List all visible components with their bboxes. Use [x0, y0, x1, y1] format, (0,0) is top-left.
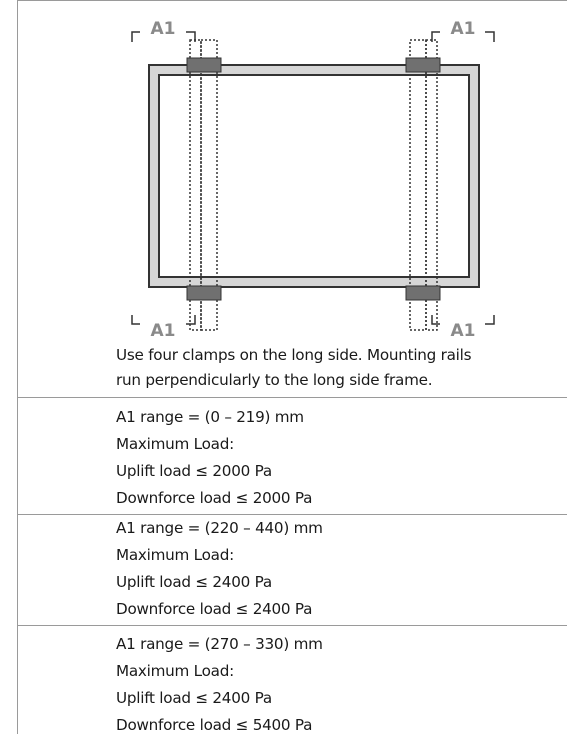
- clamp-top-right: [405, 57, 441, 73]
- dimension-bracket: [131, 31, 140, 42]
- row-divider: [17, 397, 567, 398]
- row-divider: [17, 625, 567, 626]
- load-case-row: A1 range = (0 – 219) mm Maximum Load: Up…: [116, 404, 556, 512]
- downforce-load: Downforce load ≤ 2000 Pa: [116, 489, 313, 507]
- downforce-load: Downforce load ≤ 2400 Pa: [116, 600, 313, 618]
- a1-range: A1 range = (220 – 440) mm: [116, 519, 323, 537]
- load-case-row: A1 range = (270 – 330) mm Maximum Load: …: [116, 631, 556, 739]
- dimension-bracket: [186, 315, 196, 325]
- clamp-top-left: [186, 57, 222, 73]
- uplift-load: Uplift load ≤ 2400 Pa: [116, 689, 272, 707]
- dimension-bracket: [485, 31, 495, 42]
- mounting-rail-left-b: [200, 39, 218, 331]
- module-inner-area: [158, 74, 470, 278]
- uplift-load: Uplift load ≤ 2400 Pa: [116, 573, 272, 591]
- module-clamp-diagram: A1 A1 A1 A1: [131, 19, 495, 340]
- dimension-bracket: [186, 31, 196, 42]
- dimension-label-bottom-right: A1: [451, 321, 476, 340]
- a1-range: A1 range = (0 – 219) mm: [116, 408, 304, 426]
- max-load-heading: Maximum Load:: [116, 435, 234, 453]
- caption-line: Use four clamps on the long side. Mounti…: [116, 346, 472, 364]
- uplift-load: Uplift load ≤ 2000 Pa: [116, 462, 272, 480]
- max-load-heading: Maximum Load:: [116, 662, 234, 680]
- dimension-bracket: [485, 315, 495, 325]
- diagram-caption: Use four clamps on the long side. Mounti…: [116, 343, 561, 393]
- table-left-border: [17, 0, 18, 734]
- dimension-bracket: [431, 315, 440, 325]
- dimension-bracket: [131, 315, 140, 325]
- clamp-bottom-left: [186, 285, 222, 301]
- row-divider: [17, 514, 567, 515]
- dimension-bracket: [431, 31, 440, 42]
- downforce-load: Downforce load ≤ 5400 Pa: [116, 716, 313, 734]
- caption-line: run perpendicularly to the long side fra…: [116, 371, 433, 389]
- dimension-label-top-left: A1: [151, 19, 176, 39]
- load-case-row: A1 range = (220 – 440) mm Maximum Load: …: [116, 515, 556, 623]
- max-load-heading: Maximum Load:: [116, 546, 234, 564]
- clamp-bottom-right: [405, 285, 441, 301]
- dimension-label-top-right: A1: [451, 19, 476, 39]
- a1-range: A1 range = (270 – 330) mm: [116, 635, 323, 653]
- table-top-border: [17, 0, 567, 1]
- dimension-label-bottom-left: A1: [151, 321, 176, 340]
